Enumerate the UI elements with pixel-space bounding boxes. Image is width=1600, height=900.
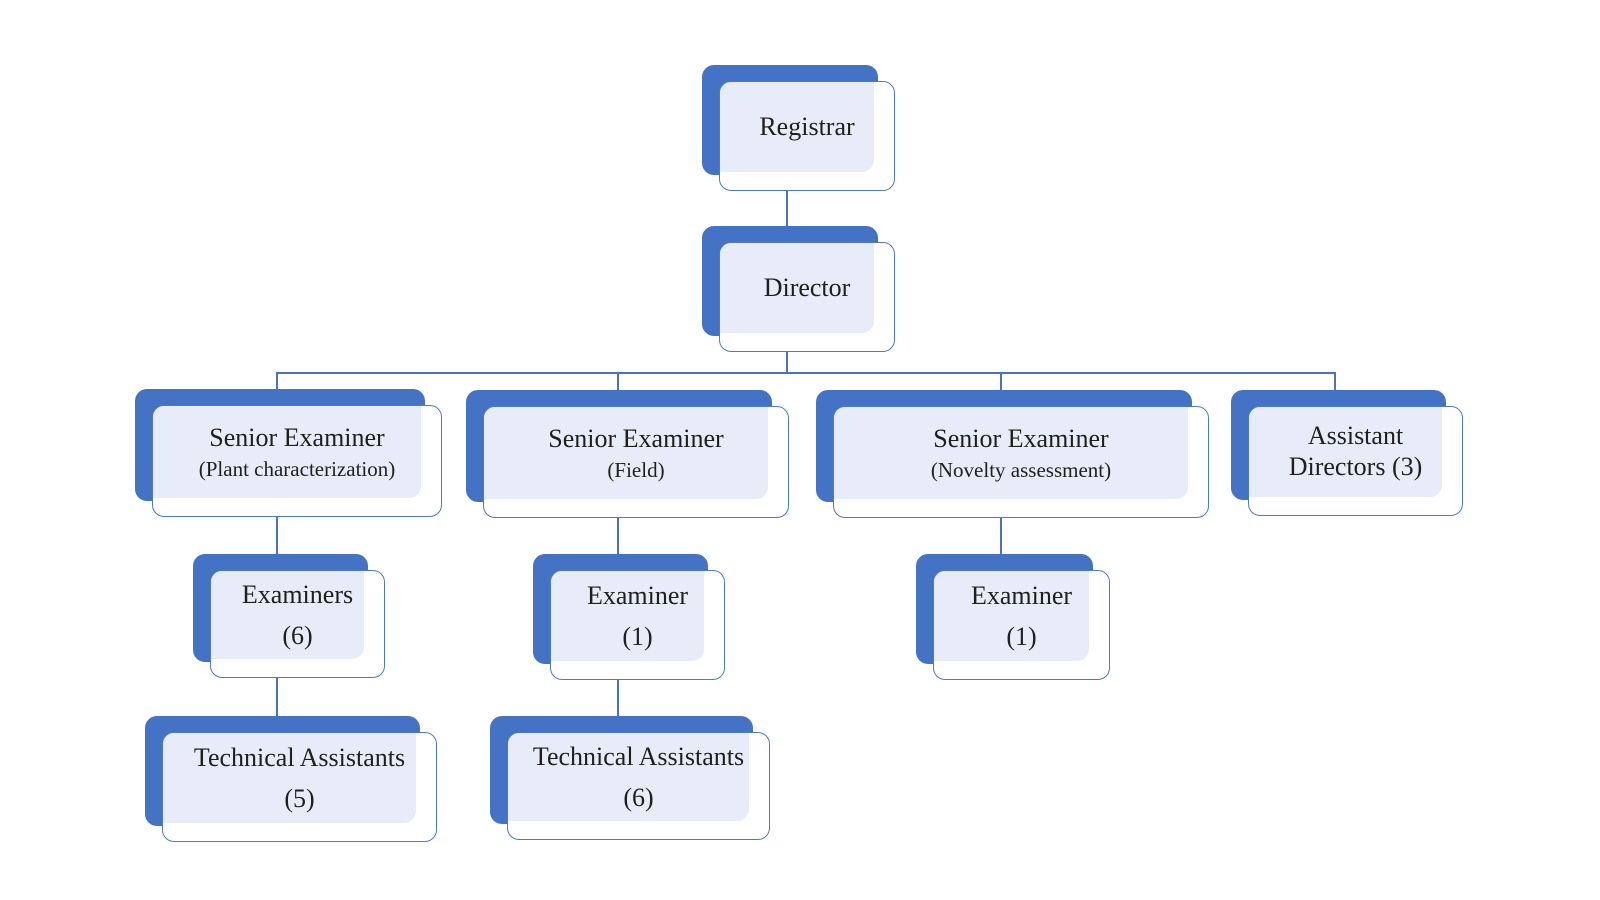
node-label: Registrar [720, 82, 894, 172]
connector-plant-examiners [276, 515, 278, 573]
node-label: Senior Examiner (Novelty assessment) [834, 407, 1208, 499]
org-node-technical-assistants-plant: Technical Assistants (5) [145, 716, 437, 842]
connector-director-stem [786, 350, 788, 374]
node-tint [551, 571, 704, 661]
node-box: Senior Examiner (Field) [483, 406, 789, 518]
node-title: Technical Assistants [193, 742, 406, 772]
connector-examiner-ta6 [617, 678, 619, 735]
connector-horizontal-bus [276, 372, 1336, 374]
node-title: Registrar [759, 112, 855, 142]
node-box: Registrar [719, 81, 895, 191]
node-label: Technical Assistants (5) [163, 733, 436, 823]
node-subtitle: (Novelty assessment) [930, 457, 1112, 482]
node-box: Examiner (1) [550, 570, 725, 680]
node-box: Senior Examiner (Novelty assessment) [833, 406, 1209, 518]
connector-examiners-ta5 [276, 676, 278, 735]
connector-novelty-examiner [1000, 516, 1002, 573]
org-node-examiner-field: Examiner (1) [533, 554, 725, 680]
node-title: Examiner [970, 580, 1073, 610]
node-label: Technical Assistants (6) [508, 733, 769, 821]
org-node-senior-examiner-field: Senior Examiner (Field) [466, 390, 789, 518]
org-node-technical-assistants-field: Technical Assistants (6) [490, 716, 770, 840]
org-node-director: Director [702, 226, 895, 352]
org-node-examiner-novelty: Examiner (1) [916, 554, 1110, 680]
node-tint [720, 243, 874, 333]
node-label: Examiners (6) [211, 571, 384, 659]
node-box: Senior Examiner (Plant characterization) [152, 405, 442, 517]
node-tint [834, 407, 1188, 499]
org-node-registrar: Registrar [702, 65, 895, 191]
node-title-line2: Directors (3) [1288, 452, 1423, 481]
node-tint [211, 571, 364, 659]
node-box: Director [719, 242, 895, 352]
org-node-assistant-directors: Assistant Directors (3) [1231, 390, 1463, 516]
node-label: Assistant Directors (3) [1249, 407, 1462, 497]
node-tint [163, 733, 416, 823]
node-label: Examiner (1) [551, 571, 724, 661]
node-tint [934, 571, 1089, 661]
node-label: Senior Examiner (Plant characterization) [153, 406, 441, 498]
node-tint [508, 733, 749, 821]
org-node-senior-examiner-novelty: Senior Examiner (Novelty assessment) [816, 390, 1209, 518]
node-tint [720, 82, 874, 172]
node-subtitle: (Field) [607, 457, 665, 482]
connector-field-examiner [617, 516, 619, 573]
node-title: Director [763, 273, 851, 303]
node-count: (5) [284, 784, 315, 813]
node-title: Assistant [1307, 421, 1404, 451]
node-count: (6) [623, 783, 654, 812]
org-node-senior-examiner-plant: Senior Examiner (Plant characterization) [135, 389, 442, 517]
node-box: Examiners (6) [210, 570, 385, 678]
node-title: Senior Examiner [548, 424, 724, 454]
node-title: Examiner [586, 580, 689, 610]
node-tint [153, 406, 421, 498]
node-tint [1249, 407, 1442, 497]
node-label: Senior Examiner (Field) [484, 407, 788, 499]
node-count: (1) [1006, 622, 1037, 651]
node-label: Examiner (1) [934, 571, 1109, 661]
node-title: Examiners [241, 579, 354, 609]
node-tint [484, 407, 768, 499]
node-box: Examiner (1) [933, 570, 1110, 680]
node-count: (6) [282, 621, 313, 650]
connector-registrar-director [786, 190, 788, 244]
node-box: Technical Assistants (6) [507, 732, 770, 840]
org-node-examiners-plant: Examiners (6) [193, 554, 385, 678]
node-title: Senior Examiner [209, 423, 385, 453]
node-label: Director [720, 243, 894, 333]
node-subtitle: (Plant characterization) [198, 456, 396, 481]
node-count: (1) [622, 622, 653, 651]
node-box: Assistant Directors (3) [1248, 406, 1463, 516]
node-box: Technical Assistants (5) [162, 732, 437, 842]
node-title: Technical Assistants [532, 741, 745, 771]
node-title: Senior Examiner [933, 424, 1109, 454]
